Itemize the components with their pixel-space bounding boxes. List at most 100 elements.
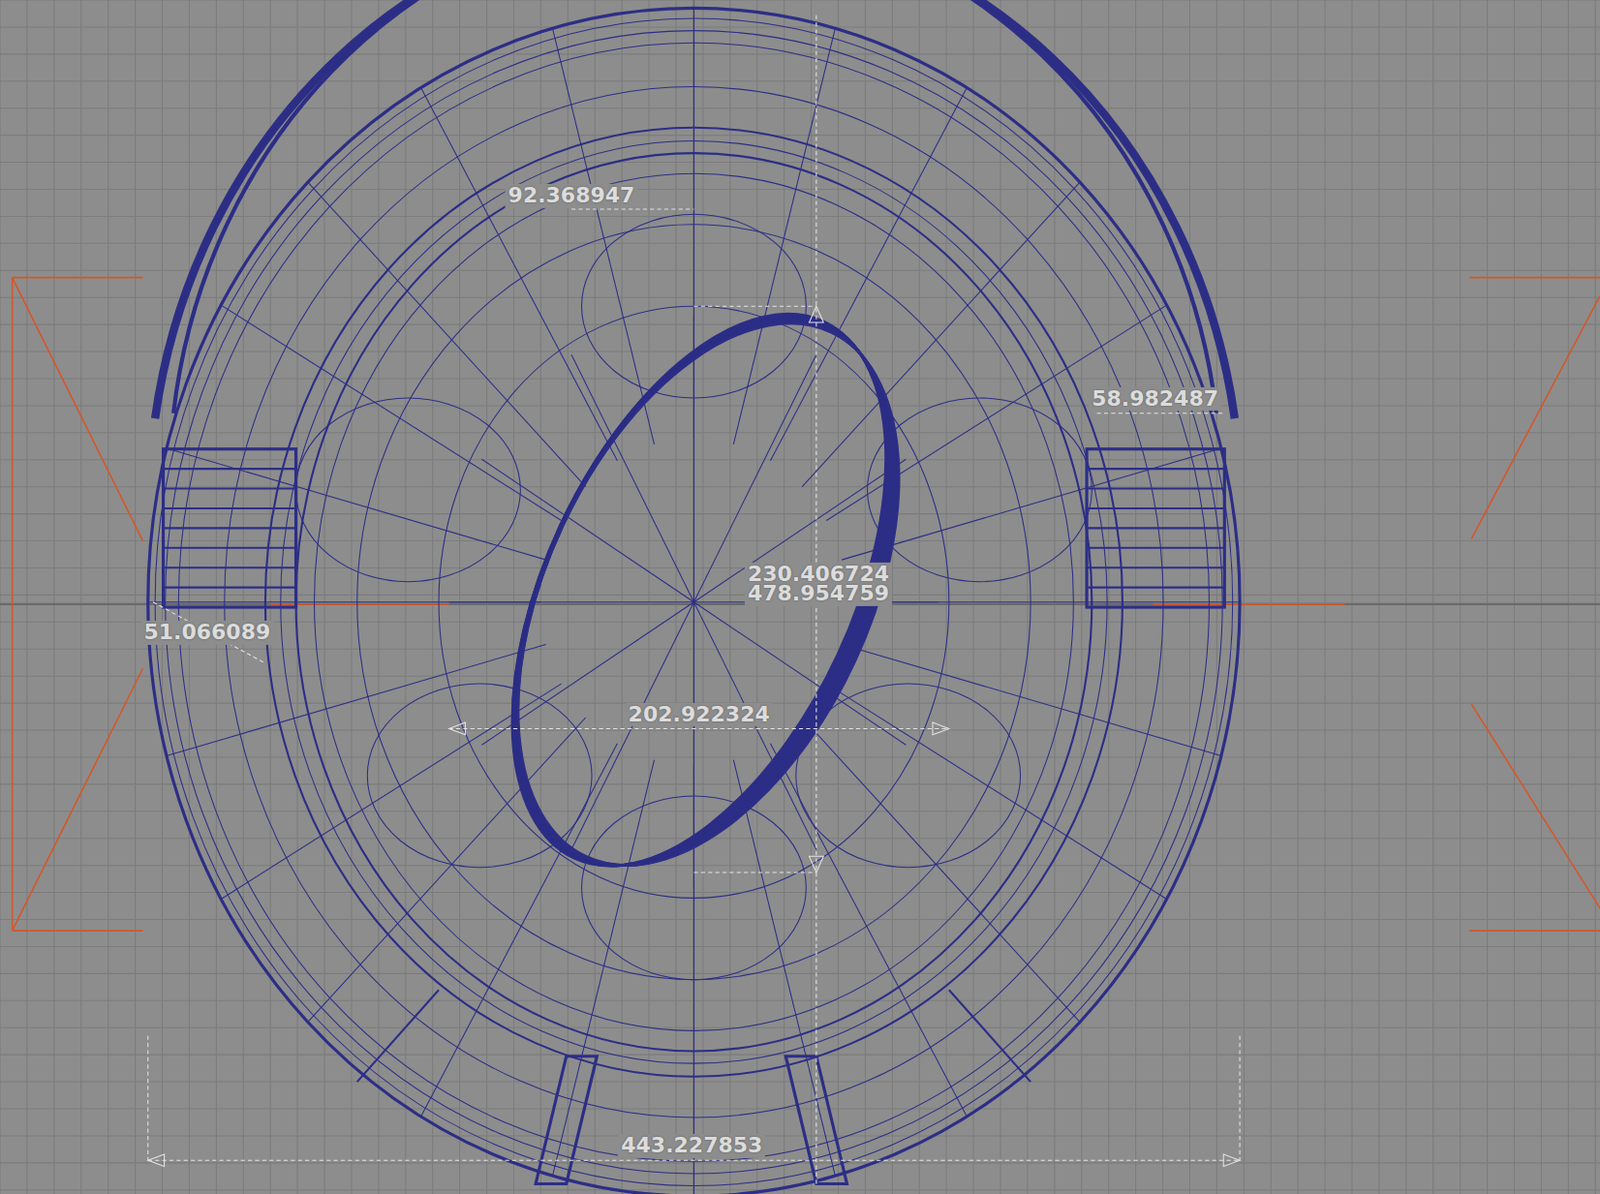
radial-line bbox=[307, 182, 586, 487]
grid-line bbox=[107, 0, 109, 1194]
grid-line bbox=[0, 297, 1600, 299]
side-block bbox=[1086, 467, 1225, 470]
grid-line bbox=[431, 0, 433, 1194]
tilted-band bbox=[434, 256, 980, 931]
dimension-label: 92.368947 bbox=[505, 184, 639, 208]
grid-line bbox=[188, 0, 190, 1194]
frame-line bbox=[12, 929, 144, 932]
grid-line bbox=[0, 1189, 1600, 1191]
grid-line bbox=[1432, 0, 1434, 1194]
side-block bbox=[163, 526, 297, 529]
side-block bbox=[163, 586, 297, 589]
side-block bbox=[1086, 507, 1225, 510]
radial-line bbox=[553, 28, 655, 445]
grid-line bbox=[1351, 0, 1353, 1194]
dimension-label: 443.227853 bbox=[617, 1134, 766, 1158]
band-ring bbox=[435, 257, 964, 924]
side-block bbox=[1086, 586, 1225, 589]
band-ring bbox=[436, 259, 968, 924]
dimension-line bbox=[693, 306, 816, 308]
side-block bbox=[163, 507, 297, 510]
frame-line bbox=[1153, 603, 1346, 606]
grid-line bbox=[946, 0, 948, 1194]
grid-line bbox=[0, 513, 1600, 515]
side-block bbox=[163, 547, 297, 550]
grid-line bbox=[0, 431, 1600, 433]
grid-line bbox=[1540, 0, 1542, 1194]
grid-line bbox=[0, 864, 1600, 866]
grid-line bbox=[0, 188, 1600, 190]
dimension-arrow bbox=[1223, 1154, 1240, 1168]
grid-line bbox=[513, 0, 515, 1194]
grid-line bbox=[999, 0, 1001, 1194]
grid-line bbox=[1378, 0, 1380, 1194]
grid-line bbox=[1568, 0, 1570, 1194]
frame-line bbox=[1471, 296, 1600, 540]
side-block bbox=[163, 487, 297, 490]
side-block bbox=[1086, 487, 1225, 490]
dimension-arrow bbox=[808, 856, 824, 873]
band-ring bbox=[435, 257, 965, 924]
grid-line bbox=[1297, 0, 1299, 1194]
grid-line bbox=[540, 0, 542, 1194]
radial-line bbox=[826, 683, 1167, 899]
grid-line bbox=[1135, 0, 1137, 1194]
grid-line bbox=[0, 648, 1600, 650]
grid-line bbox=[0, 459, 1600, 461]
ring bbox=[438, 306, 950, 898]
spoke bbox=[449, 601, 695, 603]
band-ring bbox=[438, 262, 974, 924]
band-ring bbox=[439, 263, 975, 925]
grid-line bbox=[0, 0, 1, 1194]
radial-line bbox=[733, 28, 835, 445]
band-ring bbox=[438, 261, 972, 924]
grid-line bbox=[1243, 0, 1245, 1194]
grid-line bbox=[0, 783, 1600, 785]
band-ring bbox=[439, 263, 976, 925]
grid-line bbox=[0, 377, 1600, 379]
radial-line bbox=[841, 644, 1222, 756]
grid-line bbox=[0, 26, 1600, 28]
grid-line bbox=[1080, 0, 1082, 1194]
grid-line bbox=[80, 0, 82, 1194]
grid-line bbox=[0, 80, 1600, 82]
dimension-line bbox=[693, 872, 816, 874]
dimension-arrow bbox=[449, 722, 466, 736]
grid-line bbox=[0, 676, 1600, 677]
radial-line bbox=[166, 448, 547, 560]
grid-line bbox=[1216, 0, 1218, 1194]
grid-line bbox=[350, 0, 352, 1194]
frame-line bbox=[12, 668, 144, 931]
lobe bbox=[296, 398, 522, 583]
grid-line bbox=[0, 1027, 1600, 1029]
dimension-line bbox=[571, 209, 694, 211]
grid-line bbox=[377, 0, 379, 1194]
grid-line bbox=[0, 134, 1600, 136]
grid-line bbox=[702, 0, 704, 1194]
grid-line bbox=[1053, 0, 1055, 1194]
grid-line bbox=[567, 0, 569, 1194]
band-ring bbox=[437, 260, 971, 924]
band-ring bbox=[436, 258, 967, 924]
grid-line bbox=[26, 0, 28, 1194]
dimension-line bbox=[148, 1160, 1240, 1162]
radial-line bbox=[220, 683, 561, 899]
grid-line bbox=[594, 0, 596, 1194]
grid-line bbox=[0, 215, 1600, 217]
side-block bbox=[163, 467, 297, 470]
grid-line bbox=[0, 486, 1600, 488]
lobe bbox=[582, 796, 807, 981]
grid-line bbox=[0, 892, 1600, 893]
dimension-label: 51.066089 bbox=[140, 620, 274, 645]
frame-line bbox=[1469, 929, 1600, 932]
grid-line bbox=[1107, 0, 1109, 1194]
radial-line bbox=[801, 717, 1080, 1022]
side-block bbox=[1086, 526, 1225, 529]
grid-line bbox=[0, 0, 1600, 1]
grid-line bbox=[1189, 0, 1191, 1194]
dimension-arrow bbox=[932, 722, 950, 736]
grid-line bbox=[1026, 0, 1028, 1194]
frame-line bbox=[11, 277, 14, 931]
dimension-line bbox=[147, 1036, 149, 1162]
grid-line bbox=[270, 0, 272, 1194]
